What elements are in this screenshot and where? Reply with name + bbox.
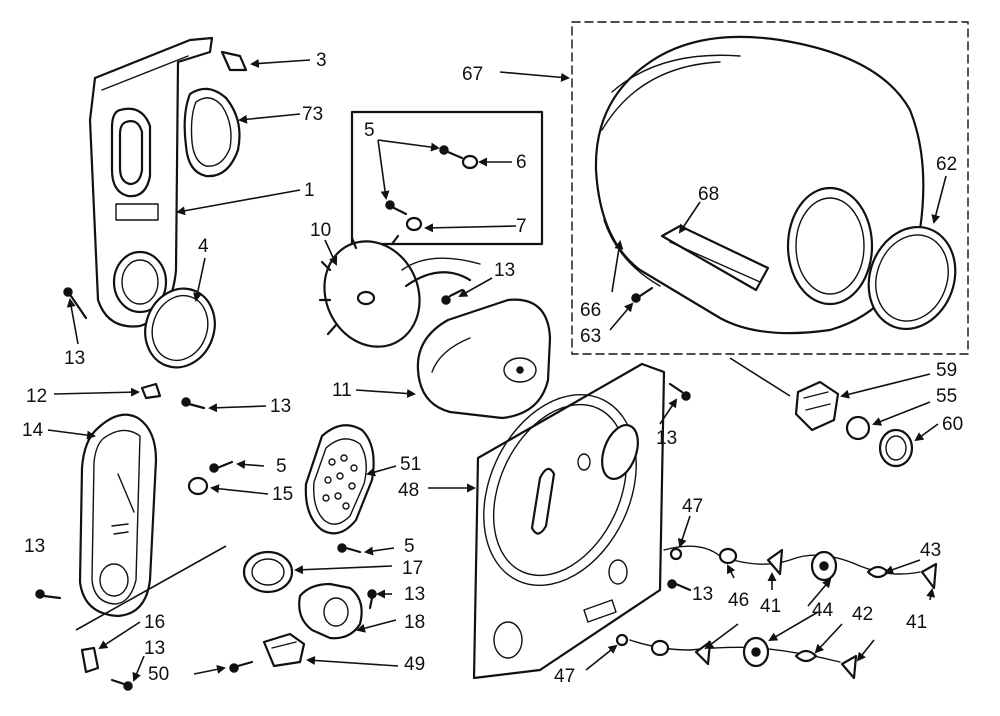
grommet-part-15 [187, 476, 209, 496]
grommet-part-47-a [669, 547, 683, 561]
pulley-part-46 [718, 547, 738, 565]
label-13-f: 13 [404, 584, 425, 605]
blower-housing-part-11 [416, 298, 552, 420]
label-51: 51 [400, 454, 421, 475]
screw-part-13-h [667, 579, 692, 592]
access-cover-part-3 [220, 50, 248, 72]
motor-cap-part-17 [242, 550, 294, 594]
clip-part-41-a [766, 548, 784, 576]
screw-part-13-b [441, 288, 464, 305]
label-13-e: 13 [656, 428, 677, 449]
label-43: 43 [920, 540, 941, 561]
bracket-part-16 [80, 646, 100, 674]
label-13-h: 13 [692, 584, 713, 605]
label-13-c: 13 [270, 396, 291, 417]
lens-part-60 [878, 428, 914, 468]
screw-part-13-e [668, 382, 691, 401]
label-10: 10 [310, 220, 331, 241]
seal-ring-part-4 [144, 287, 216, 369]
label-1: 1 [304, 180, 315, 201]
drum-seal-part-62 [867, 225, 957, 331]
screw-part-13-c [181, 397, 206, 410]
label-60: 60 [942, 414, 963, 435]
label-13-d: 13 [24, 536, 45, 557]
label-15: 15 [272, 484, 293, 505]
inset-parts-5-6-7 [385, 145, 479, 232]
label-18: 18 [404, 612, 425, 633]
label-13-a: 13 [64, 348, 85, 369]
label-41-a: 41 [760, 596, 781, 617]
bulkhead-part-48 [472, 362, 666, 680]
label-66: 66 [580, 300, 601, 321]
label-13-b: 13 [494, 260, 515, 281]
screw-part-50 [229, 660, 254, 673]
baffle-part-68 [660, 224, 770, 292]
leader-lines [47, 59, 947, 682]
label-7: 7 [516, 216, 527, 237]
clip-part-41-c [694, 640, 712, 666]
label-73: 73 [302, 104, 323, 125]
label-4: 4 [198, 236, 209, 257]
label-16: 16 [144, 612, 165, 633]
label-63: 63 [580, 326, 601, 347]
lamp-socket-part-59 [794, 380, 840, 432]
screw-part-5-b [209, 460, 234, 473]
label-47-b: 47 [554, 666, 575, 687]
bulb-part-55 [845, 415, 871, 441]
label-48: 48 [398, 480, 419, 501]
label-41-b: 41 [906, 612, 927, 633]
screw-part-13-d [35, 589, 62, 600]
clip-part-41-b [920, 562, 938, 590]
screw-part-63 [631, 286, 654, 303]
screw-part-5-c [337, 543, 362, 554]
bracket-part-49 [262, 632, 306, 668]
motor-part-18 [298, 582, 363, 640]
blower-wheel-part-10 [318, 234, 481, 348]
label-14: 14 [22, 420, 44, 441]
label-5-b: 5 [276, 456, 287, 477]
label-13-g: 13 [144, 638, 165, 659]
screw-part-13-a [63, 287, 88, 320]
label-49: 49 [404, 654, 425, 675]
drum-assembly-box [571, 21, 969, 355]
spring-part-43 [866, 565, 890, 579]
label-5-a: 5 [364, 120, 375, 141]
label-47-a: 47 [682, 496, 703, 517]
label-42: 42 [852, 604, 873, 625]
wheel-part-44-b [742, 636, 770, 668]
wheel-part-44-a [810, 550, 838, 582]
label-5-c: 5 [404, 536, 415, 557]
label-44: 44 [812, 600, 834, 621]
label-59: 59 [936, 360, 957, 381]
label-6: 6 [516, 152, 527, 173]
label-68: 68 [698, 184, 719, 205]
label-67: 67 [462, 64, 483, 85]
label-46: 46 [728, 590, 749, 611]
rear-panel-part-14 [78, 413, 158, 618]
label-17: 17 [402, 558, 423, 579]
label-55: 55 [936, 386, 957, 407]
label-62: 62 [936, 154, 957, 175]
front-panel-part-1 [88, 36, 214, 328]
label-12: 12 [26, 386, 47, 407]
clip-part-41-d [840, 654, 858, 680]
screw-part-13-g [110, 678, 133, 691]
label-3: 3 [316, 50, 327, 71]
screw-part-13-f [367, 589, 377, 610]
gasket-part-73 [183, 87, 241, 178]
inset-box [350, 110, 544, 246]
grommet-part-47-b [615, 633, 629, 647]
clip-part-12 [140, 382, 162, 400]
lint-screen-part-51 [304, 424, 375, 535]
callout-labels: 3 73 1 4 13 5 6 7 10 13 11 67 68 62 66 6… [22, 50, 963, 687]
spring-part-42 [794, 649, 818, 663]
label-11: 11 [332, 380, 352, 401]
label-50: 50 [148, 664, 169, 685]
pulley-part-46-b [650, 639, 670, 657]
